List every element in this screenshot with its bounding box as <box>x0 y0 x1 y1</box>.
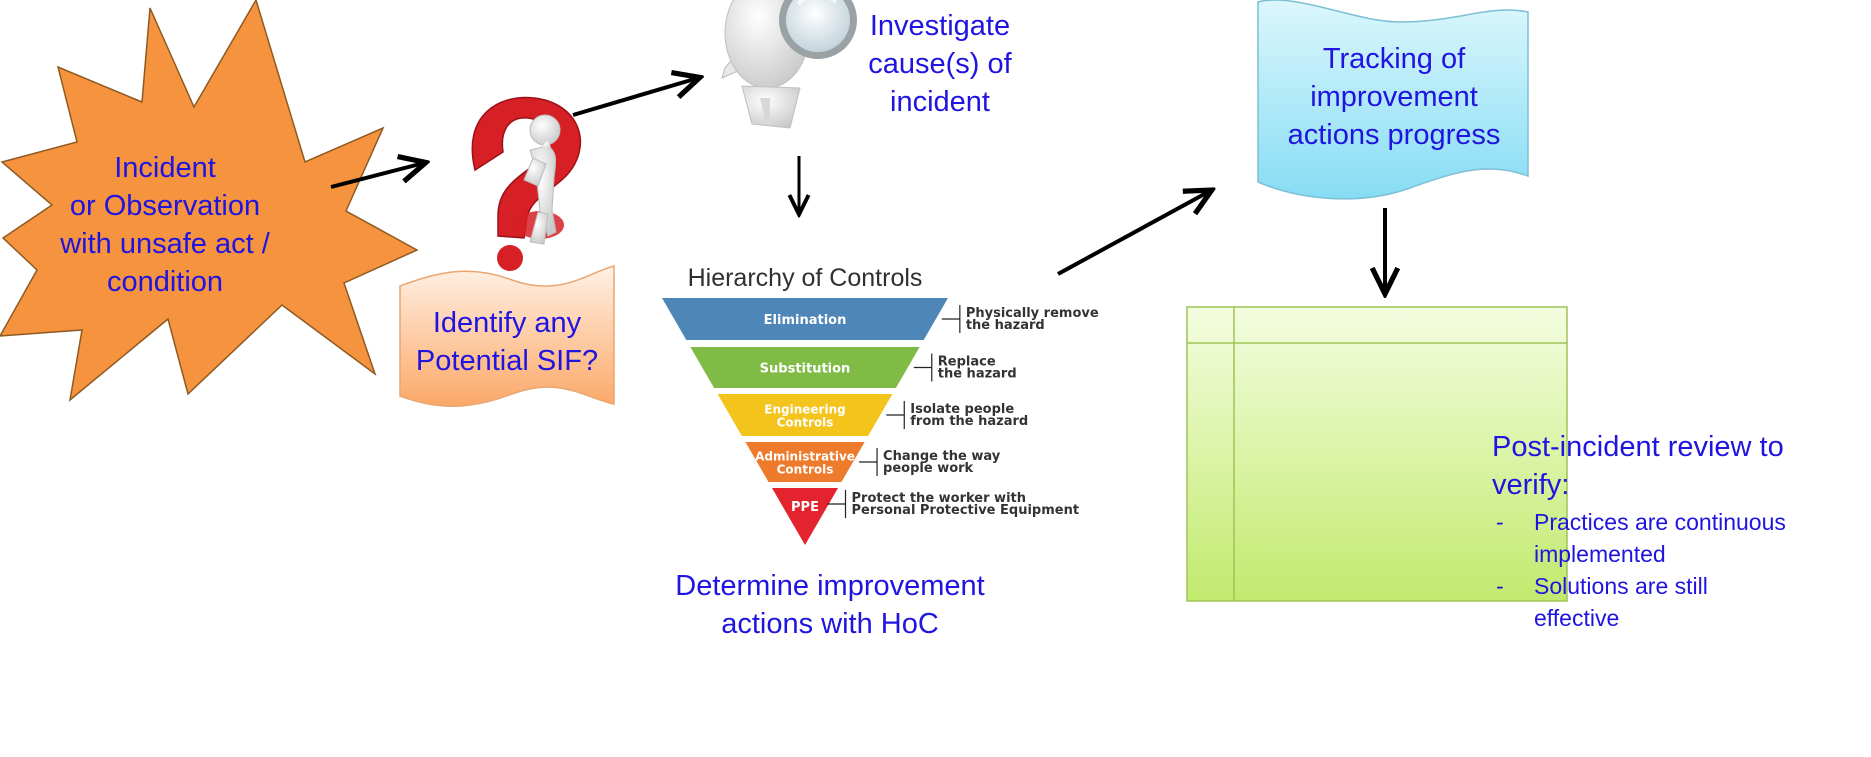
tracking-line: Tracking of <box>1322 43 1466 75</box>
incident-line: or Observation <box>69 190 261 222</box>
review-content: Post-incident review to verify: - Practi… <box>1492 428 1862 634</box>
review-heading-line: verify: <box>1492 469 1570 501</box>
arrow-identify-to-investigate <box>572 78 698 117</box>
hierarchy-of-controls: Hierarchy of Controls Elimination Physica… <box>662 264 1099 545</box>
identify-box-shape <box>399 265 615 407</box>
hoc-level-description: Physically remove <box>966 306 1099 321</box>
hoc-level-label: Controls <box>777 463 834 477</box>
hoc-level-description: Protect the worker with <box>852 491 1027 506</box>
tracking-line: actions progress <box>1287 119 1501 151</box>
determine-line: Determine improvement <box>675 570 985 602</box>
review-item: - Practices are continuous implemented <box>1492 506 1862 570</box>
determine-label: Determine improvement actions with HoC <box>640 567 1020 643</box>
hoc-level-description: people work <box>883 461 974 476</box>
tracking-box-shape <box>1257 0 1529 200</box>
hoc-level-shape <box>662 298 948 340</box>
incident-line: with unsafe act / <box>60 228 270 260</box>
review-item-line: effective <box>1534 605 1620 631</box>
hoc-level-description: Replace <box>938 355 996 370</box>
hoc-title: Hierarchy of Controls <box>688 264 923 292</box>
review-item-line: Solutions are still <box>1534 573 1708 599</box>
identify-line: Identify any <box>432 307 582 339</box>
review-item-line: Practices are continuous <box>1534 509 1786 535</box>
tracking-label: Tracking of improvement actions progress <box>1270 40 1518 154</box>
review-heading: Post-incident review to verify: <box>1492 428 1862 504</box>
determine-line: actions with HoC <box>721 608 939 640</box>
review-box <box>1186 306 1568 602</box>
bullet-dash: - <box>1496 509 1504 535</box>
arrow-hoc-to-tracking <box>1057 191 1210 276</box>
investigate-line: Investigate <box>869 10 1011 42</box>
hoc-level-description: the hazard <box>966 318 1045 333</box>
incident-label: Incident or Observation with unsafe act … <box>40 149 290 301</box>
review-item-line: implemented <box>1534 541 1666 567</box>
investigate-line: cause(s) of <box>868 48 1012 80</box>
flow-arrows <box>330 78 1385 292</box>
tracking-line: improvement <box>1310 81 1478 113</box>
hoc-level-shape <box>772 488 838 545</box>
review-item: - Solutions are still effective <box>1492 570 1862 634</box>
incident-line: Incident <box>114 152 216 184</box>
identify-box <box>399 265 615 407</box>
tracking-box <box>1257 0 1529 200</box>
hoc-level-description: from the hazard <box>910 414 1028 429</box>
hoc-level-shape <box>745 442 865 482</box>
investigate-label: Investigate cause(s) of incident <box>850 7 1030 121</box>
hoc-level-shape <box>717 394 893 436</box>
hoc-level-label: PPE <box>791 500 819 515</box>
identify-label: Identify any Potential SIF? <box>400 304 614 380</box>
investigator-figure-image <box>721 0 857 129</box>
investigate-line: incident <box>890 86 990 118</box>
identify-line: Potential SIF? <box>415 345 599 377</box>
arrow-incident-to-identify <box>330 163 424 189</box>
hoc-level-description: Change the way <box>883 449 1001 464</box>
hoc-level-label: Engineering <box>764 403 845 417</box>
review-heading-line: Post-incident review to <box>1492 431 1784 463</box>
hoc-level-description: Personal Protective Equipment <box>852 503 1080 518</box>
hoc-level-label: Substitution <box>760 362 851 377</box>
thinking-figure-image <box>471 96 582 271</box>
hoc-level-label: Elimination <box>764 313 847 328</box>
starburst-shape <box>0 0 419 402</box>
review-list: - Practices are continuous implemented -… <box>1492 506 1862 634</box>
incident-line: condition <box>106 266 224 298</box>
hoc-level-label: Controls <box>777 416 834 430</box>
hoc-level-label: Administrative <box>755 450 855 464</box>
incident-starburst <box>0 0 419 402</box>
hoc-level-description: Isolate people <box>910 402 1014 417</box>
bullet-dash: - <box>1496 573 1504 599</box>
hoc-level-shape <box>690 347 920 388</box>
hoc-level-description: the hazard <box>938 367 1017 382</box>
